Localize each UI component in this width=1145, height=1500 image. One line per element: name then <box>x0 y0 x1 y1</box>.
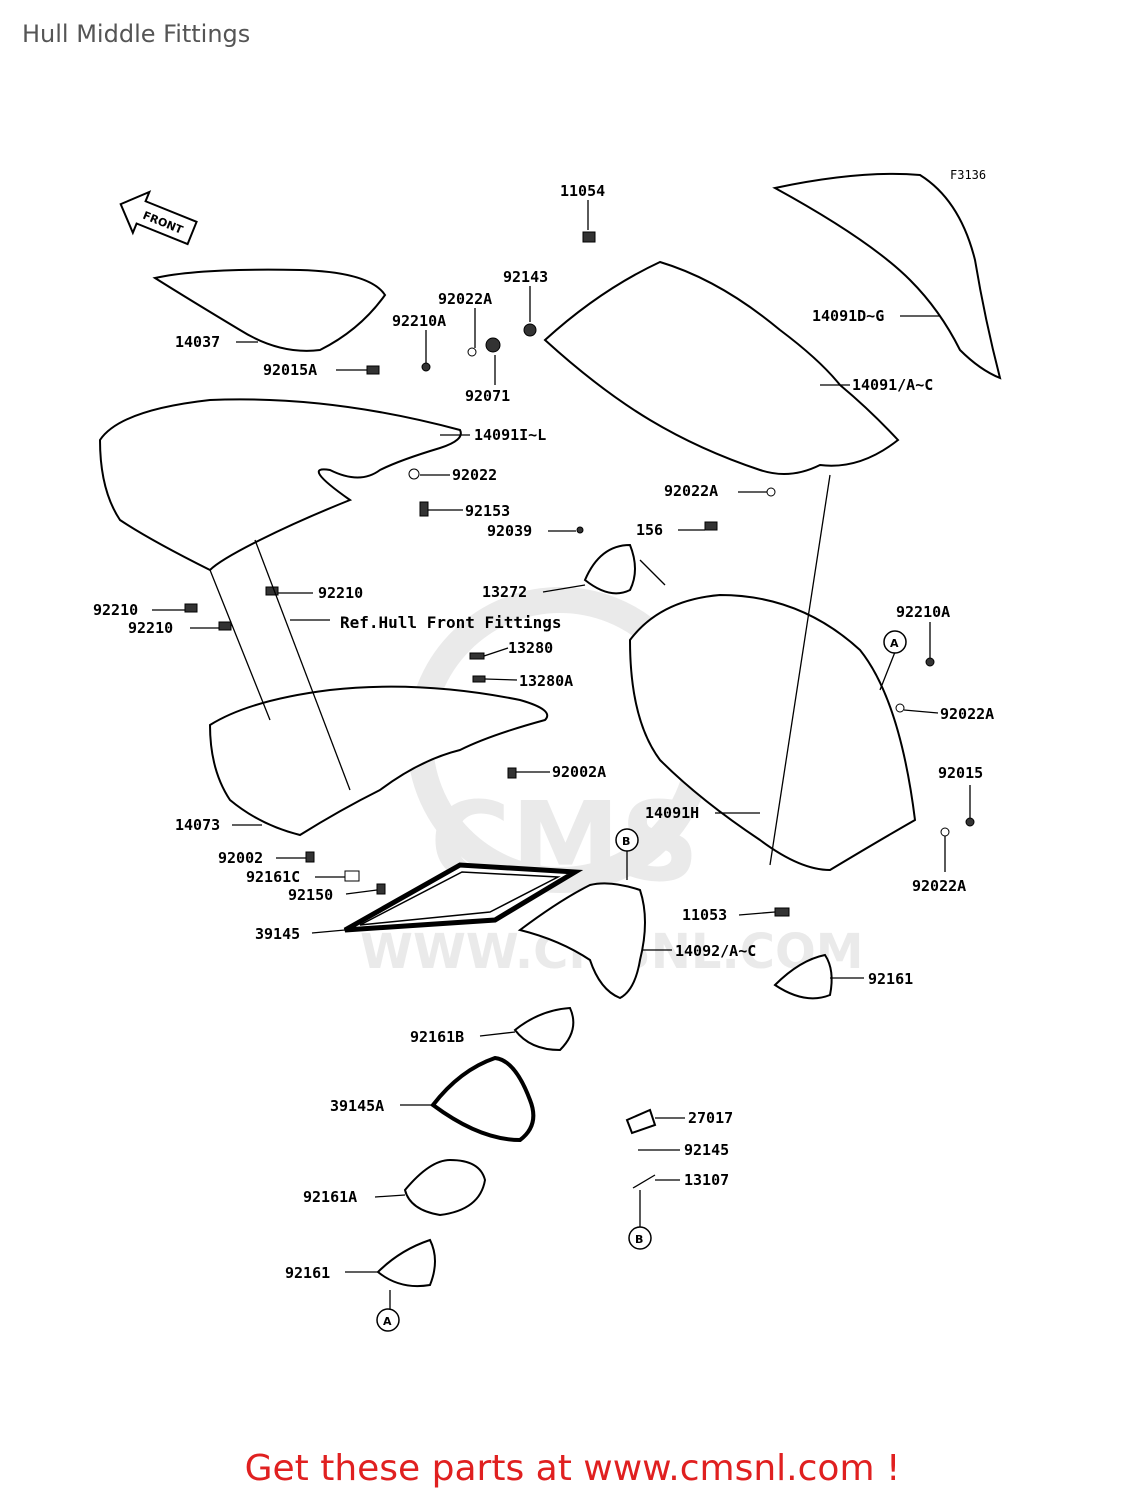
part-92161-lower-shape <box>376 1238 436 1288</box>
label-13272: 13272 <box>482 583 527 601</box>
label-14092AC: 14092/A~C <box>675 942 756 960</box>
label-13280: 13280 <box>508 639 553 657</box>
label-92022A-2: 92022A <box>664 482 718 500</box>
ref-circle-a-bottom: A <box>376 1308 400 1332</box>
label-92210A-1: 92210A <box>392 312 446 330</box>
label-92210-right: 92210 <box>318 584 363 602</box>
label-92145: 92145 <box>684 1141 729 1159</box>
label-92022A-4: 92022A <box>912 877 966 895</box>
label-39145A: 39145A <box>330 1097 384 1115</box>
svg-text:A: A <box>383 1315 392 1328</box>
footer-promo[interactable]: Get these parts at www.cmsnl.com ! <box>244 1448 901 1489</box>
diagram-code: F3136 <box>950 168 987 182</box>
label-92143: 92143 <box>503 268 548 286</box>
label-14091DG: 14091D~G <box>812 307 884 325</box>
svg-text:B: B <box>635 1233 643 1246</box>
label-13107: 13107 <box>684 1171 729 1189</box>
label-92161A: 92161A <box>303 1188 357 1206</box>
part-14073-shape <box>208 685 549 837</box>
label-27017: 27017 <box>688 1109 733 1127</box>
label-92002A: 92002A <box>552 763 606 781</box>
label-39145: 39145 <box>255 925 300 943</box>
label-92150: 92150 <box>288 886 333 904</box>
label-11053: 11053 <box>682 906 727 924</box>
part-14091AC-shape <box>543 260 900 475</box>
part-14037-shape <box>152 268 387 352</box>
label-92153: 92153 <box>465 502 510 520</box>
part-39145-shape <box>343 862 584 933</box>
part-92161-shape <box>773 953 833 1000</box>
label-14091AC: 14091/A~C <box>852 376 933 394</box>
ref-circle-b-top: B <box>615 828 639 852</box>
label-92210-left-2: 92210 <box>128 619 173 637</box>
label-11054: 11054 <box>560 182 605 200</box>
label-92002: 92002 <box>218 849 263 867</box>
label-156: 156 <box>636 521 663 539</box>
exploded-parts-diagram: CMS WWW.CMSNL.COM FRONT <box>93 172 1002 1332</box>
part-14091DG-shape <box>772 172 1002 380</box>
front-arrow-icon: FRONT <box>119 190 198 246</box>
label-14091IL: 14091I~L <box>474 426 546 444</box>
label-92015: 92015 <box>938 764 983 782</box>
part-39145A-shape <box>430 1055 536 1143</box>
label-92071: 92071 <box>465 387 510 405</box>
label-14037: 14037 <box>175 333 220 351</box>
hardware-set <box>184 231 975 917</box>
label-92039: 92039 <box>487 522 532 540</box>
label-14091H: 14091H <box>645 804 699 822</box>
ref-circle-a-top: A <box>883 630 907 654</box>
label-92022A-1: 92022A <box>438 290 492 308</box>
ref-circle-b-bottom: B <box>628 1226 652 1250</box>
part-14091I-shape <box>98 398 462 572</box>
label-92161-1: 92161 <box>868 970 913 988</box>
label-13280A: 13280A <box>519 672 573 690</box>
label-92161B: 92161B <box>410 1028 464 1046</box>
part-14092-shape <box>517 882 646 1000</box>
label-92022: 92022 <box>452 466 497 484</box>
label-92210-left-1: 92210 <box>93 601 138 619</box>
part-92161A-shape <box>403 1158 487 1217</box>
label-92161C: 92161C <box>246 868 300 886</box>
label-92210A-2: 92210A <box>896 603 950 621</box>
part-13272-shape <box>583 543 636 595</box>
leader-lines <box>152 200 971 1310</box>
ref-hull-front-fittings: Ref.Hull Front Fittings <box>340 613 562 632</box>
part-labels: 11054 92143 92022A 92210A 14037 92015A 9… <box>93 182 994 1282</box>
part-92161B-shape <box>513 1006 575 1052</box>
part-27017-shape <box>625 1108 657 1135</box>
svg-text:B: B <box>622 835 630 848</box>
label-92015A: 92015A <box>263 361 317 379</box>
label-14073: 14073 <box>175 816 220 834</box>
label-92161-2: 92161 <box>285 1264 330 1282</box>
part-14091H-shape <box>628 593 917 872</box>
page-title: Hull Middle Fittings <box>22 20 251 48</box>
label-92022A-3: 92022A <box>940 705 994 723</box>
svg-text:A: A <box>890 637 899 650</box>
